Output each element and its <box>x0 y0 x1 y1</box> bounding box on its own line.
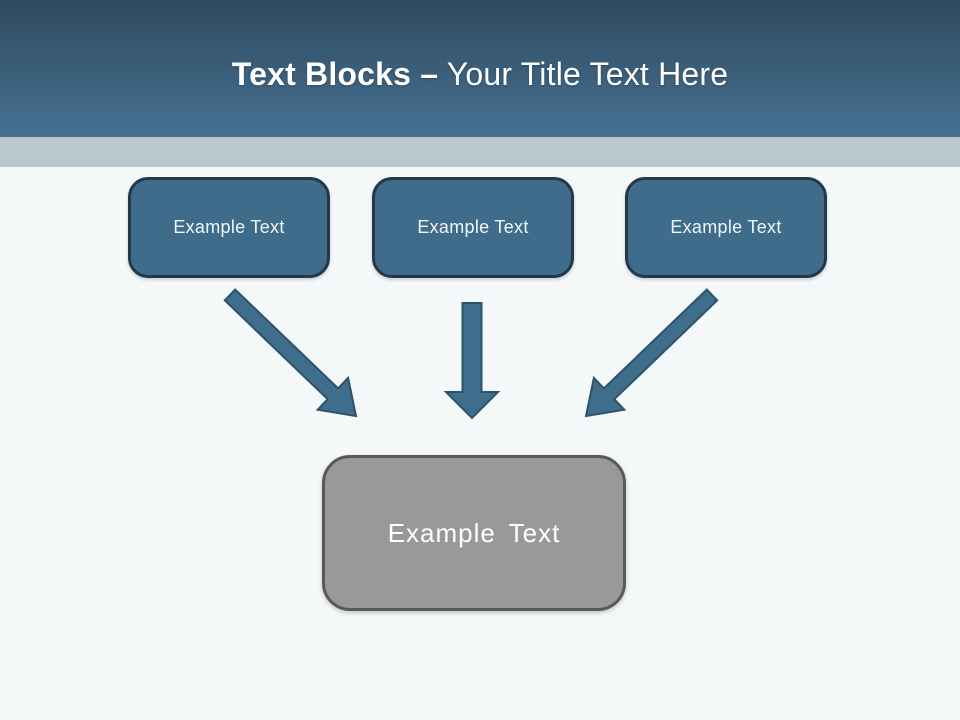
slide-header-banner: Text Blocks – Your Title Text Here <box>0 0 960 137</box>
arrow-diagonal-right-icon[interactable] <box>584 288 719 418</box>
source-box-1-label: Example Text <box>173 217 285 237</box>
source-box-1[interactable]: Example Text <box>128 177 330 278</box>
slide-title-bold: Text Blocks – <box>231 56 439 92</box>
target-box[interactable]: Example Text <box>322 455 626 611</box>
diagram-canvas: Example Text Example Text Example Text E… <box>0 167 960 720</box>
header-accent-band <box>0 137 960 167</box>
slide-title[interactable]: Text Blocks – Your Title Text Here <box>232 56 729 93</box>
source-box-2[interactable]: Example Text <box>372 177 574 278</box>
source-box-3[interactable]: Example Text <box>625 177 827 278</box>
arrows-layer <box>223 288 719 420</box>
source-box-2-label: Example Text <box>417 217 529 237</box>
arrow-straight-down-icon[interactable] <box>443 302 501 420</box>
target-box-label: Example Text <box>387 517 561 548</box>
source-box-3-label: Example Text <box>670 217 782 237</box>
slide-title-regular: Your Title Text Here <box>438 56 729 92</box>
arrow-diagonal-left-icon[interactable] <box>223 288 358 418</box>
